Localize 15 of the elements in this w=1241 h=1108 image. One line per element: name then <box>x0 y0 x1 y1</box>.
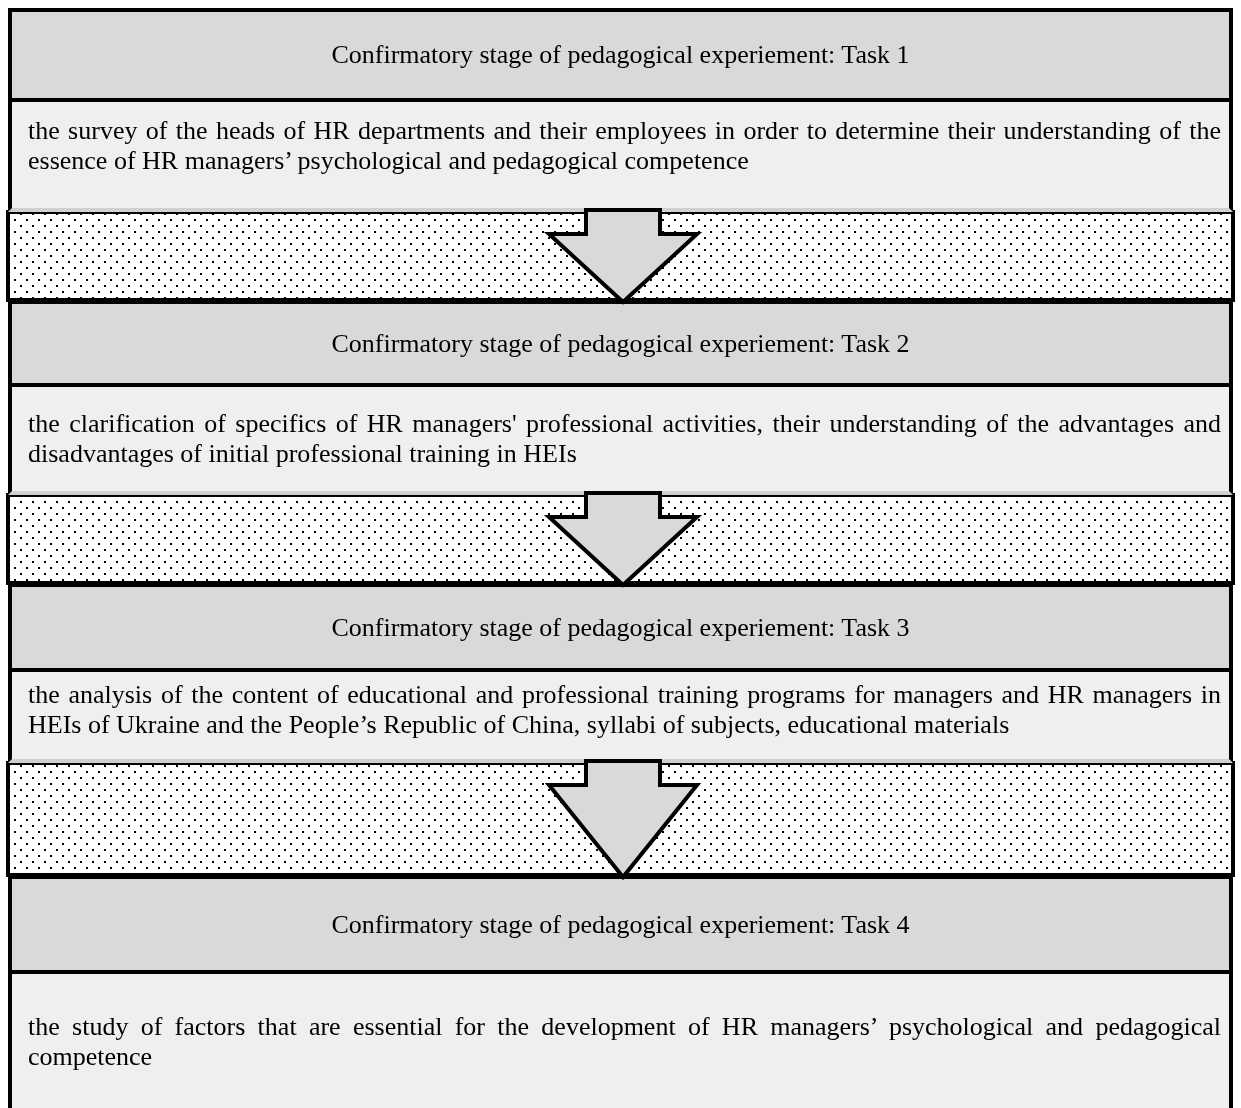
task-description: the study of factors that are essential for the development of HR managers’ psychological and pedagogical competence <box>27 1011 1222 1072</box>
stage-box <box>8 8 1233 212</box>
stage-heading: Confirmatory stage of pedagogical experiement: Task 1 <box>331 40 910 70</box>
stage-heading: Confirmatory stage of pedagogical experiement: Task 4 <box>331 909 910 940</box>
stage-heading: Confirmatory stage of pedagogical experiement: Task 3 <box>331 612 910 643</box>
task-description: the analysis of the content of educational and professional training programs for managers and HR managers in HEIs of Ukraine and the People’s Republic of China, syllabi of subjects, educational materials <box>27 679 1222 740</box>
block-arrow <box>543 491 703 588</box>
block-arrow <box>543 208 703 305</box>
task-description: the survey of the heads of HR departments and their employees in order to determine their understanding of the essence of HR managers’ psychological and pedagogical competence <box>27 115 1222 176</box>
block-arrow <box>544 759 702 881</box>
stage-box <box>8 875 1233 1108</box>
task-description: the clarification of specifics of HR managers' professional activities, their understanding of the advantages and disadvantages of initial professional training in HEIs <box>27 408 1222 469</box>
stage-heading: Confirmatory stage of pedagogical experiement: Task 2 <box>331 328 910 359</box>
stage-box <box>8 583 1233 763</box>
stage-box <box>8 300 1233 495</box>
